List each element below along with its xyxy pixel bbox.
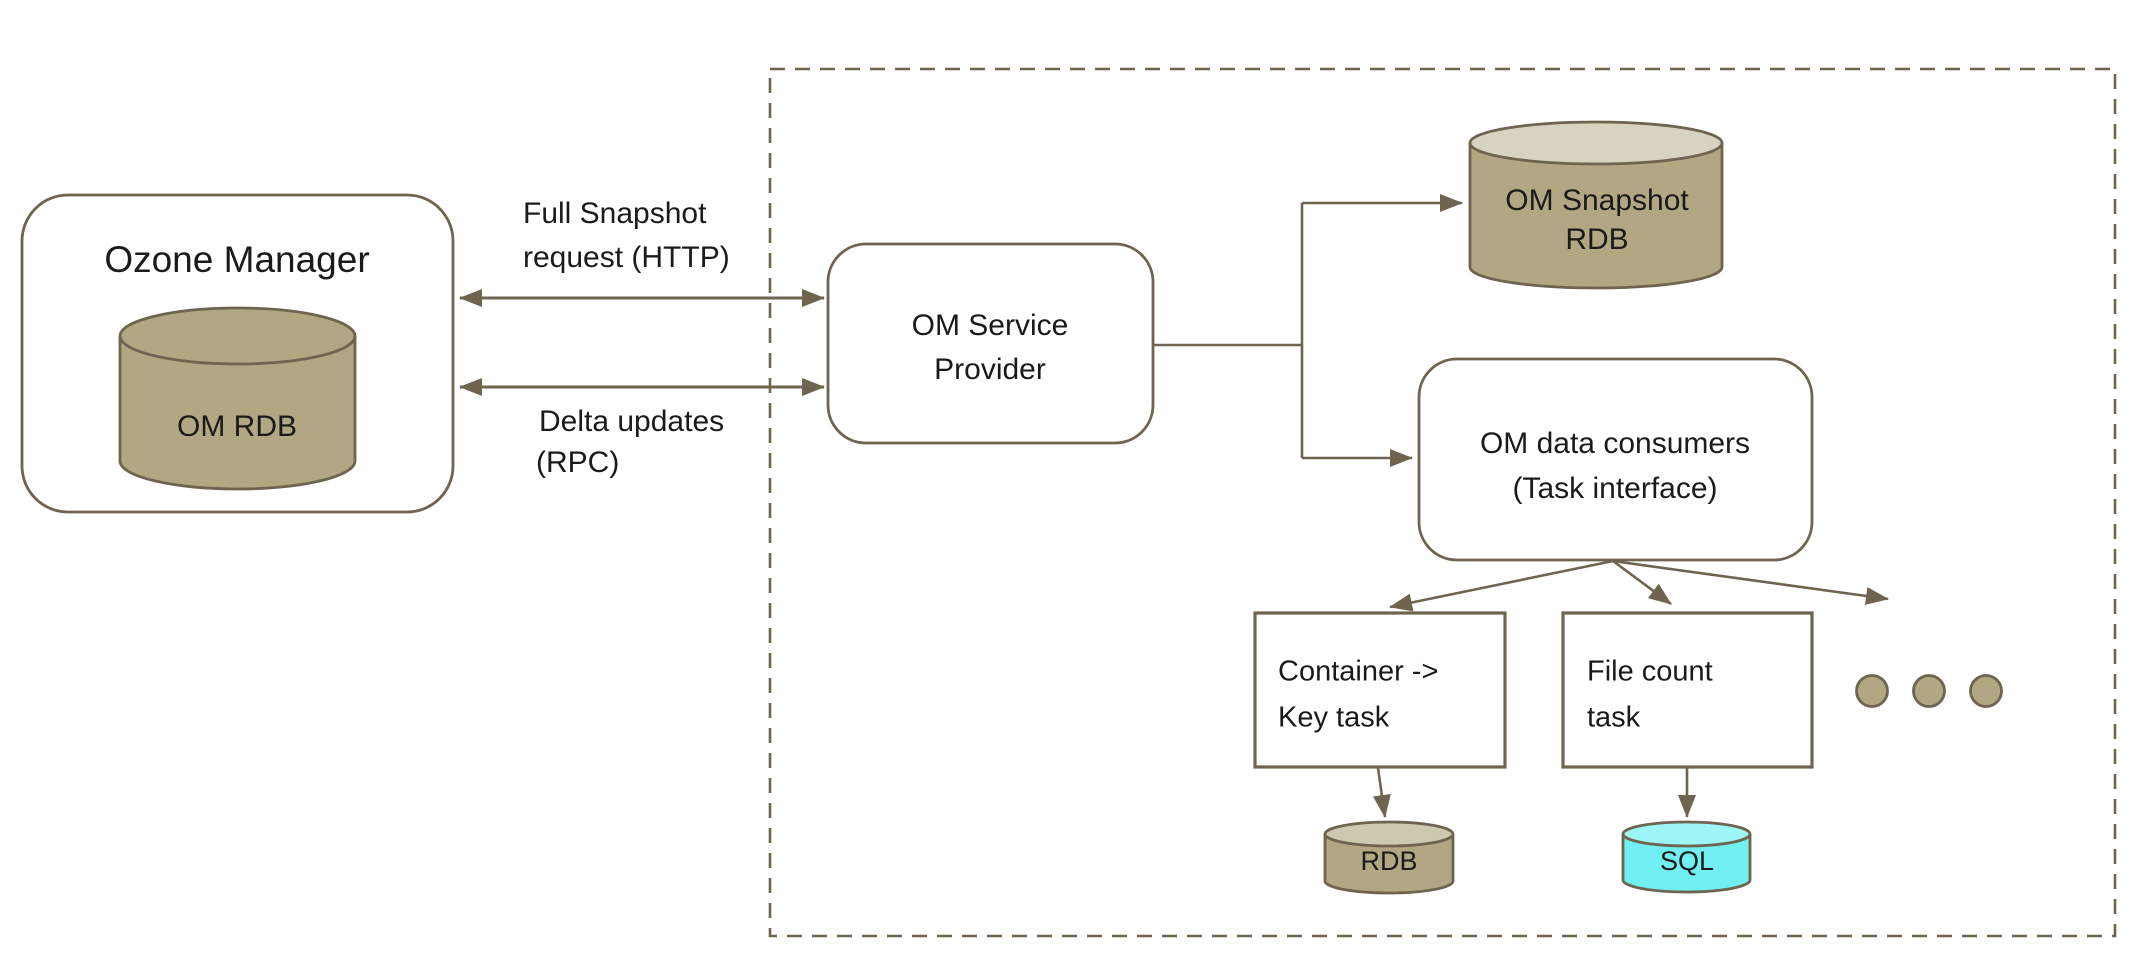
- file-count-task-label-line1: File count: [1587, 656, 1713, 688]
- container-key-task-box: [1253, 611, 1507, 769]
- om-service-provider-label-line2: Provider: [934, 353, 1046, 386]
- om-snapshot-rdb-label-line1: OM Snapshot: [1505, 184, 1689, 217]
- ellipsis-dot-2: [1912, 674, 1946, 708]
- om-service-provider-label-line1: OM Service: [912, 309, 1069, 342]
- rdb-cylinder-body: [1323, 834, 1455, 895]
- rdb-cylinder-top: [1323, 820, 1455, 848]
- rdb-label: RDB: [1360, 846, 1417, 876]
- sql-cylinder: SQL: [1621, 820, 1752, 894]
- ellipsis-dot-3: [1969, 674, 2003, 708]
- arrow-to-container-key-task: [1389, 559, 1614, 612]
- om-service-provider-box: [826, 242, 1155, 445]
- container-key-task-label-line1: Container ->: [1278, 656, 1438, 688]
- om-snapshot-rdb-cylinder-top: [1468, 120, 1724, 166]
- om-data-consumers-box: [1417, 357, 1814, 562]
- om-data-consumers-label-line2: (Task interface): [1512, 472, 1717, 505]
- ellipsis-dot-1: [1855, 674, 1889, 708]
- file-count-task-label-line2: task: [1587, 702, 1641, 734]
- full-snapshot-label-line1: Full Snapshot: [523, 197, 707, 230]
- om-rdb-cylinder-top: [118, 306, 357, 366]
- om-snapshot-rdb-label-line2: RDB: [1565, 223, 1628, 256]
- arrow-to-more-tasks: [1612, 559, 1889, 605]
- sql-label: SQL: [1660, 846, 1714, 876]
- ozone-manager-title: Ozone Manager: [104, 239, 369, 280]
- arrow-container-task-to-rdb: [1372, 767, 1391, 818]
- delta-updates-label-line1: Delta updates: [539, 405, 724, 438]
- om-snapshot-rdb-cylinder-body: [1468, 143, 1724, 290]
- arrow-to-file-count-task: [1612, 559, 1672, 606]
- om-data-consumers-label-line1: OM data consumers: [1480, 427, 1750, 460]
- sql-cylinder-body: [1621, 834, 1752, 894]
- om-rdb-cylinder: OM RDB: [118, 306, 357, 491]
- sql-cylinder-top: [1621, 820, 1752, 848]
- delta-updates-label-line2: (RPC): [536, 446, 619, 479]
- om-rdb-cylinder-body: [118, 336, 357, 491]
- file-count-task-box: [1561, 611, 1814, 769]
- full-snapshot-label-line2: request (HTTP): [523, 241, 730, 274]
- container-key-task-label-line2: Key task: [1278, 702, 1390, 734]
- more-tasks-ellipsis: [1855, 674, 2003, 708]
- service-boundary-dashed-box: [768, 67, 2117, 938]
- om-rdb-label: OM RDB: [177, 410, 297, 443]
- rdb-cylinder: RDB: [1323, 820, 1455, 895]
- om-snapshot-rdb-cylinder: OM Snapshot RDB: [1468, 120, 1724, 290]
